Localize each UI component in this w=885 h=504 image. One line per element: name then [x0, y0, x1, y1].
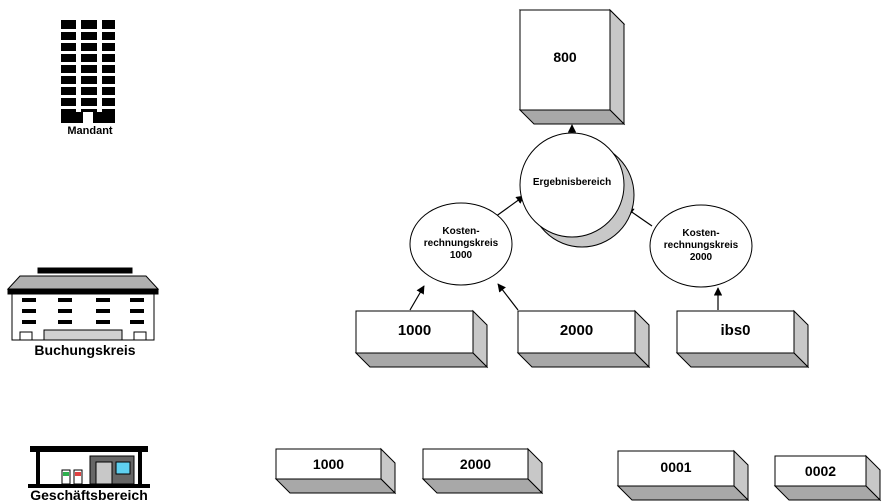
krk2000-ellipse — [649, 204, 753, 288]
legend-label-geschaeftsbereich: Geschäftsbereich — [30, 487, 148, 503]
mandant-box-label: 800 — [553, 49, 577, 65]
buchungskreis-building-icon — [6, 267, 160, 341]
arrow-bk2000-to-krk1000 — [497, 283, 519, 311]
gb-box-0002-3d — [773, 454, 882, 502]
gb-box-2000-label: 2000 — [459, 456, 492, 472]
legend-label-buchungskreis: Buchungskreis — [34, 342, 136, 358]
buchungskreis-box-2000-3d — [516, 309, 651, 369]
gb-box-0001-label: 0001 — [660, 459, 692, 475]
gb-box-1000-label: 1000 — [312, 456, 345, 472]
buchungskreis-box-ibs0-label: ibs0 — [720, 322, 751, 339]
ergebnisbereich-label: Ergebnisbereich — [532, 177, 612, 188]
buchungskreis-box-1000-label: 1000 — [397, 322, 432, 339]
ergebnisbereich-disc — [519, 132, 635, 248]
krk1000-ellipse — [409, 202, 513, 286]
legend-label-mandant: Mandant — [67, 125, 113, 137]
box-800-3d — [518, 8, 626, 126]
geschaeftsbereich-station-icon — [28, 446, 150, 488]
buchungskreis-box-1000-3d — [354, 309, 489, 369]
buchungskreis-box-ibs0-3d — [675, 309, 810, 369]
gb-box-0001-3d — [616, 449, 750, 502]
krk2000-label: Kosten- rechnungskreis 2000 — [663, 228, 739, 263]
krk1000-label: Kosten- rechnungskreis 1000 — [423, 226, 499, 261]
gb-box-1000-3d — [274, 447, 397, 495]
buchungskreis-box-2000-label: 2000 — [559, 322, 594, 339]
arrow-bk1000-to-krk1000 — [409, 285, 425, 311]
gb-box-0002-label: 0002 — [804, 463, 837, 479]
gb-box-2000-3d — [421, 447, 544, 495]
mandant-building-icon — [61, 20, 115, 123]
